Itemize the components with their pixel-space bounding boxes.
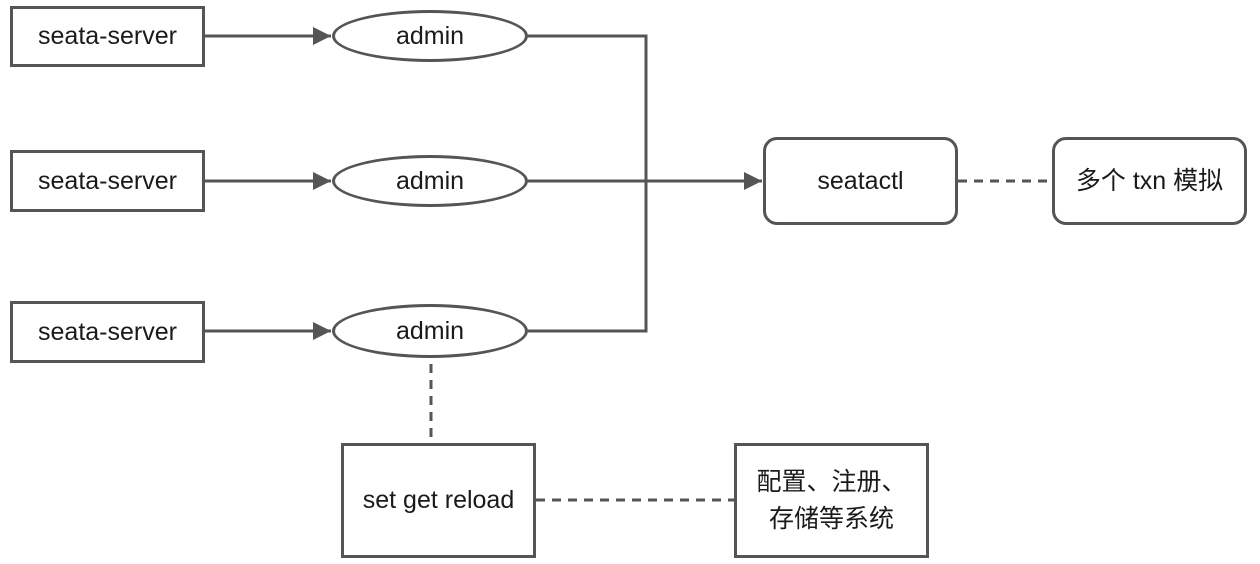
connector-admin1-merge bbox=[528, 34, 648, 333]
seatactl-node: seatactl bbox=[763, 137, 958, 225]
admin-node-2: admin bbox=[332, 155, 528, 207]
seata-server-label-3: seata-server bbox=[38, 317, 177, 346]
config-registry-storage-node: 配置、注册、 存储等系统 bbox=[734, 443, 929, 558]
config-label-line-1: 配置、注册、 bbox=[756, 468, 907, 497]
seata-server-node-3: seata-server bbox=[10, 301, 205, 363]
txn-simulation-label: 多个 txn 模拟 bbox=[1075, 166, 1224, 195]
config-label-line-2: 存储等系统 bbox=[768, 504, 894, 533]
admin-node-3: admin bbox=[332, 304, 528, 358]
admin-label-3: admin bbox=[395, 316, 465, 345]
admin-label-2: admin bbox=[395, 166, 465, 195]
admin-node-1: admin bbox=[332, 10, 528, 62]
admin-label-1: admin bbox=[395, 21, 465, 50]
seata-server-label-1: seata-server bbox=[38, 22, 177, 51]
seata-server-node-1: seata-server bbox=[10, 6, 205, 67]
set-get-reload-label: set get reload bbox=[362, 486, 515, 515]
seatactl-label: seatactl bbox=[817, 166, 904, 195]
seata-server-label-2: seata-server bbox=[38, 166, 177, 195]
seata-server-node-2: seata-server bbox=[10, 150, 205, 212]
set-get-reload-node: set get reload bbox=[341, 443, 536, 558]
txn-simulation-node: 多个 txn 模拟 bbox=[1052, 137, 1247, 225]
